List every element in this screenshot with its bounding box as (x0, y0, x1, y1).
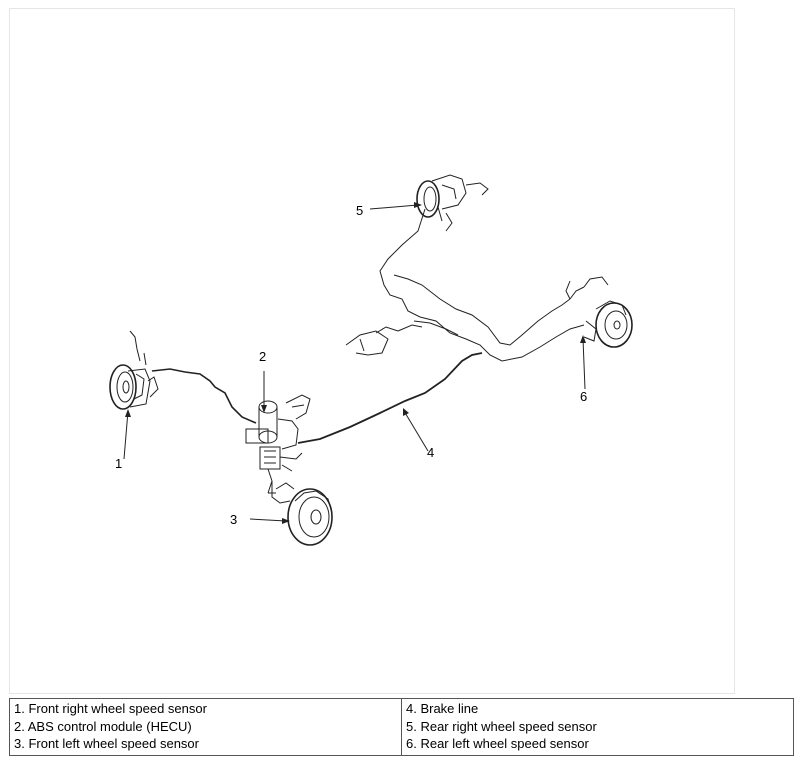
brake-line-main (297, 352, 483, 444)
legend-item: 2. ABS control module (HECU) (14, 718, 192, 734)
front-right-wheel (109, 330, 159, 410)
brake-line-front-right (151, 368, 257, 424)
callout-2: 2 (259, 349, 267, 364)
callout-5: 5 (356, 203, 364, 218)
abs-control-module (245, 394, 311, 494)
brake-system-diagram: 1 2 3 4 5 6 (9, 8, 735, 694)
callout-6: 6 (580, 389, 588, 404)
legend-row: 1. Front right wheel speed sensor 2. ABS… (9, 698, 794, 756)
leader-arrowheads (125, 202, 586, 524)
legend-item: 1. Front right wheel speed sensor (14, 701, 207, 716)
legend-item: 3. Front left wheel speed sensor (14, 736, 199, 751)
rear-right-wheel (416, 174, 489, 232)
legend-table: 1. Front right wheel speed sensor 2. ABS… (9, 698, 794, 756)
leader-lines (123, 204, 586, 522)
callout-4: 4 (427, 445, 435, 460)
callout-1: 1 (115, 456, 123, 471)
legend-left-column: 1. Front right wheel speed sensor 2. ABS… (9, 698, 402, 756)
legend-item: 6. Rear left wheel speed sensor (406, 736, 589, 751)
front-left-wheel (268, 481, 333, 546)
legend-item: 4. Brake line (406, 701, 479, 716)
rear-line-top (379, 208, 585, 362)
legend-right-column: 4. Brake line 5. Rear right wheel speed … (401, 698, 794, 756)
rear-line-middle (393, 274, 571, 346)
rear-left-wheel (565, 276, 633, 348)
legend-item: 5. Rear right wheel speed sensor (406, 718, 597, 734)
valve-bracket (345, 324, 423, 356)
diagram-drawing (109, 174, 633, 546)
callout-3: 3 (230, 512, 238, 527)
rear-line-bottom (413, 320, 459, 336)
